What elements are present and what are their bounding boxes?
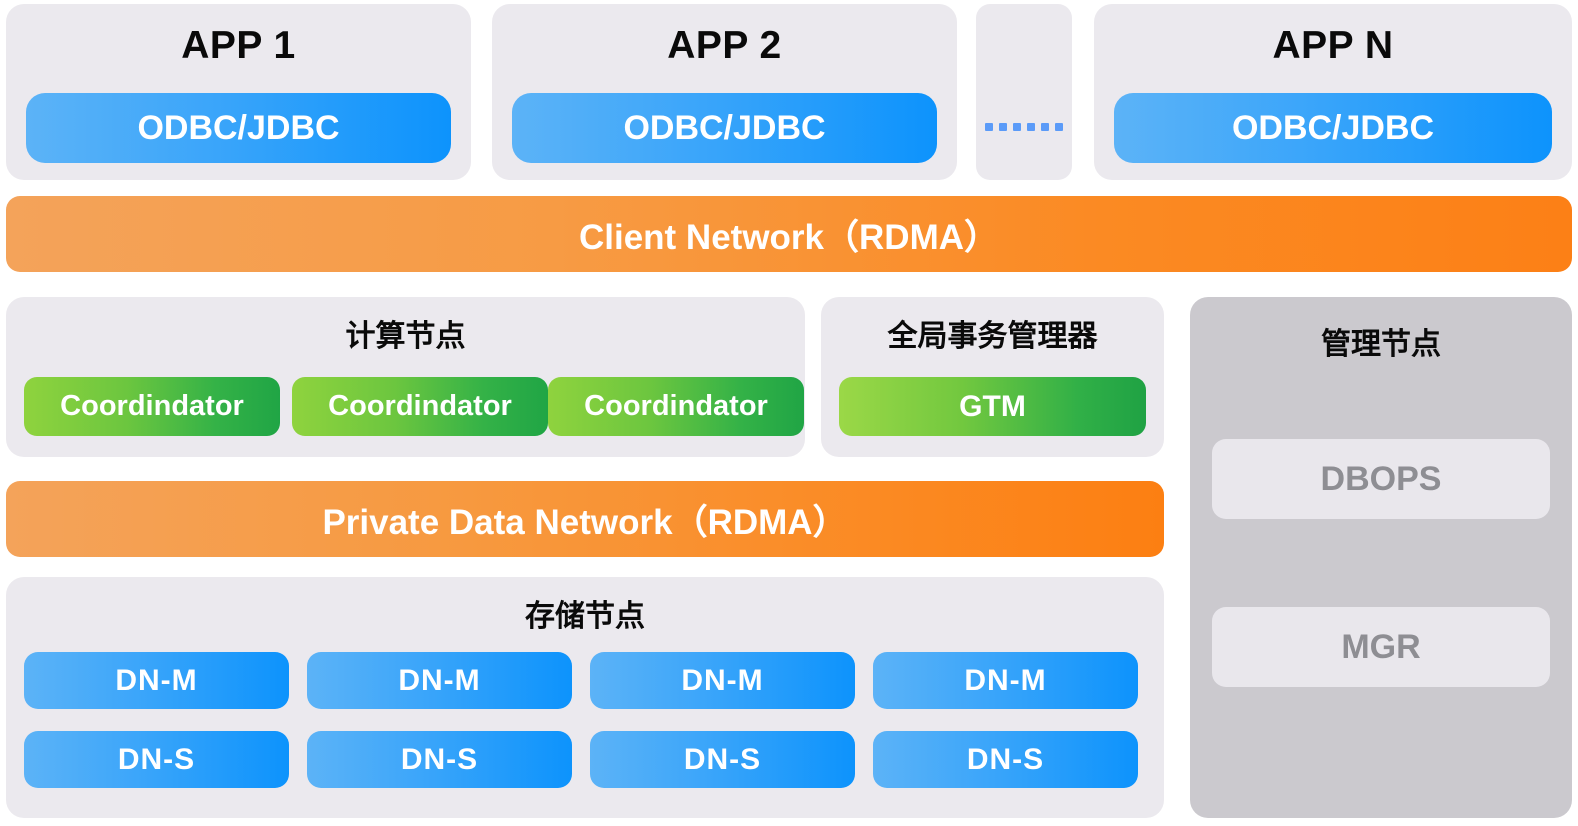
storage-dn-slave-2[interactable]: DN-S — [307, 731, 572, 788]
compute-node-panel: 计算节点 Coordindator Coordindator Coordinda… — [6, 297, 805, 457]
app-card-1-driver-pill[interactable]: ODBC/JDBC — [26, 93, 451, 163]
coordinator-node-1[interactable]: Coordindator — [24, 377, 280, 436]
app-card-n-driver-pill[interactable]: ODBC/JDBC — [1114, 93, 1552, 163]
coordinator-node-2[interactable]: Coordindator — [292, 377, 548, 436]
storage-dn-slave-1[interactable]: DN-S — [24, 731, 289, 788]
management-node-panel: 管理节点 DBOPS MGR — [1190, 297, 1572, 818]
gtm-panel: 全局事务管理器 GTM — [821, 297, 1164, 457]
compute-node-title: 计算节点 — [345, 320, 466, 353]
gtm-node[interactable]: GTM — [839, 377, 1146, 436]
ellipsis-dot — [1027, 123, 1035, 131]
app-card-n-title: APP N — [1272, 24, 1394, 67]
storage-dn-slave-4[interactable]: DN-S — [873, 731, 1138, 788]
app-card-1[interactable]: APP 1 ODBC/JDBC — [6, 4, 471, 180]
management-component-mgr[interactable]: MGR — [1212, 607, 1550, 687]
storage-node-title: 存储节点 — [525, 600, 645, 633]
storage-dn-master-3[interactable]: DN-M — [590, 652, 855, 709]
storage-dn-master-1[interactable]: DN-M — [24, 652, 289, 709]
gtm-panel-title: 全局事务管理器 — [887, 320, 1098, 353]
ellipsis-dot — [1013, 123, 1021, 131]
ellipsis-dots-icon — [976, 123, 1072, 131]
app-card-2[interactable]: APP 2 ODBC/JDBC — [492, 4, 957, 180]
app-card-1-title: APP 1 — [181, 24, 296, 67]
ellipsis-dot — [999, 123, 1007, 131]
app-ellipsis-card — [976, 4, 1072, 180]
app-card-n[interactable]: APP N ODBC/JDBC — [1094, 4, 1572, 180]
storage-node-panel: 存储节点 DN-M DN-S DN-M DN-S DN-M DN-S DN-M … — [6, 577, 1164, 818]
ellipsis-dot — [985, 123, 993, 131]
storage-dn-master-2[interactable]: DN-M — [307, 652, 572, 709]
management-node-title: 管理节点 — [1321, 328, 1441, 361]
ellipsis-dot — [1055, 123, 1063, 131]
ellipsis-dot — [1041, 123, 1049, 131]
app-card-2-driver-pill[interactable]: ODBC/JDBC — [512, 93, 937, 163]
management-component-dbops[interactable]: DBOPS — [1212, 439, 1550, 519]
app-card-2-title: APP 2 — [667, 24, 782, 67]
client-network-bar: Client Network（RDMA） — [6, 196, 1572, 272]
private-data-network-bar: Private Data Network（RDMA） — [6, 481, 1164, 557]
storage-dn-slave-3[interactable]: DN-S — [590, 731, 855, 788]
coordinator-node-3[interactable]: Coordindator — [548, 377, 804, 436]
storage-dn-master-4[interactable]: DN-M — [873, 652, 1138, 709]
